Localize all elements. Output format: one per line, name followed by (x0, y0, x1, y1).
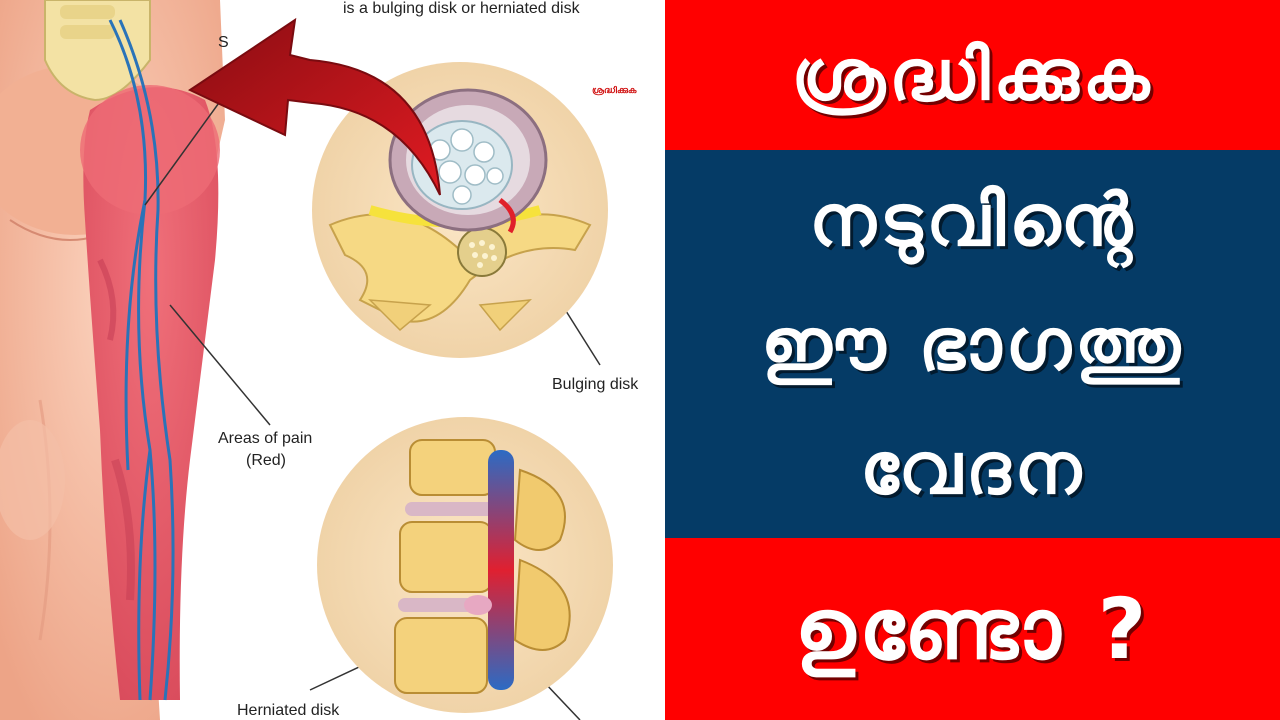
headline-question: ഉണ്ടോ ? (794, 579, 1151, 678)
middle-blue-band: നടുവിന്റെ ഈ ഭാഗത്തു വേദന (665, 150, 1280, 538)
label-pain-color: (Red) (246, 452, 287, 469)
title-panel: ശ്രദ്ധിക്കുക നടുവിന്റെ ഈ ഭാഗത്തു വേദന ഉണ… (665, 0, 1280, 720)
anatomy-illustration: is a bulging disk or herniated disk S ശ്… (0, 0, 639, 720)
top-red-band: ശ്രദ്ധിക്കുക (665, 0, 1280, 150)
pointer-arrow (187, 17, 441, 196)
partial-caption: S (218, 34, 229, 51)
label-pain-area: Areas of pain (218, 430, 313, 447)
pain-area (80, 85, 220, 701)
headline-attention: ശ്രദ്ധിക്കുക (791, 33, 1154, 116)
watermark-text: ശ്രദ്ധിക്കുക (592, 86, 637, 96)
bulging-disk-diagram (312, 62, 608, 358)
top-caption: is a bulging disk or herniated disk (343, 0, 580, 17)
bottom-red-band: ഉണ്ടോ ? (665, 538, 1280, 720)
herniated-disk-diagram (317, 417, 613, 713)
label-herniated-disk: Herniated disk (237, 702, 340, 719)
anatomy-svg (0, 0, 613, 720)
headline-line-area: ഈ ഭാഗത്തു (761, 302, 1184, 386)
headline-line-back: നടുവിന്റെ (808, 178, 1137, 262)
sciatic-nerve (108, 19, 175, 701)
headline-line-pain: വേദന (859, 426, 1086, 510)
label-bulging-disk: Bulging disk (552, 376, 639, 393)
